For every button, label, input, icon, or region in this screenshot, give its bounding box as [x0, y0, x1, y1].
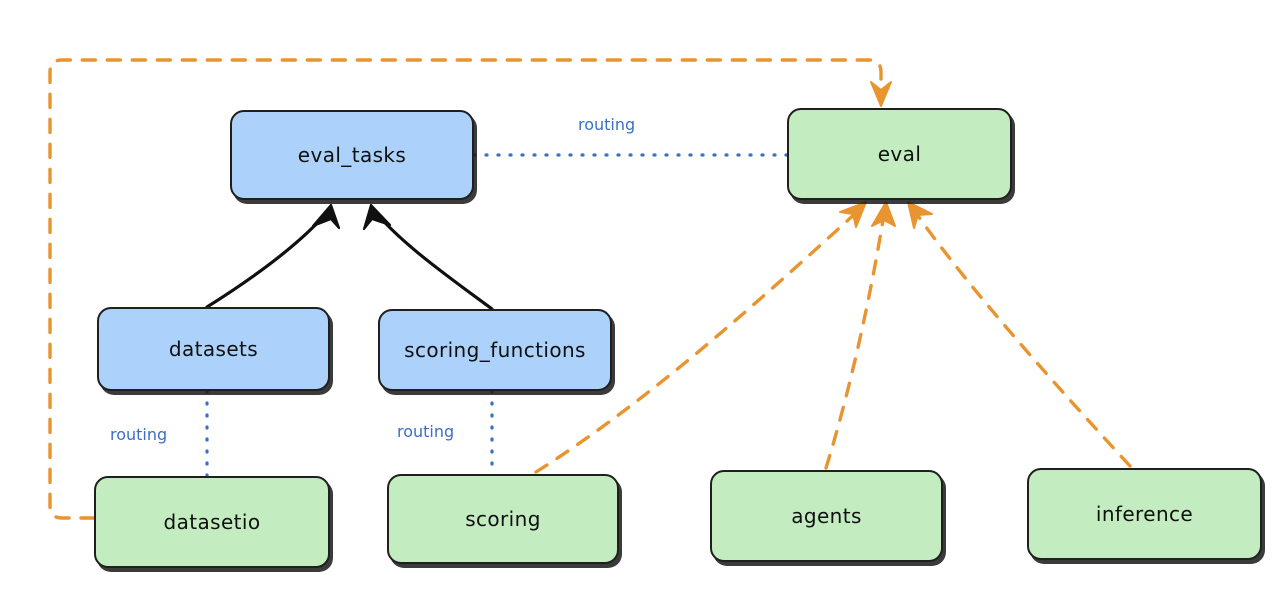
edge-scoring-to-eval [534, 201, 867, 474]
node-datasets[interactable]: datasets [97, 307, 330, 391]
node-label-datasets: datasets [168, 337, 259, 361]
node-inference[interactable]: inference [1027, 468, 1262, 560]
node-datasetio[interactable]: datasetio [94, 476, 330, 568]
node-label-eval: eval [877, 142, 922, 166]
node-label-eval_tasks: eval_tasks [297, 143, 407, 167]
edge-agents-to-eval [824, 201, 896, 470]
edge-label-routing-scoring: routing [397, 422, 455, 441]
node-scoring_functions[interactable]: scoring_functions [378, 309, 612, 391]
edge-label-routing-datasetio: routing [110, 425, 168, 444]
node-label-datasetio: datasetio [163, 510, 261, 534]
edge-datasets-to-eval_tasks [205, 203, 341, 309]
edge-scoring_functions-to-eval_tasks [362, 203, 494, 311]
node-label-scoring: scoring [465, 507, 541, 531]
node-eval_tasks[interactable]: eval_tasks [230, 110, 474, 200]
node-label-inference: inference [1095, 502, 1194, 526]
edge-inference-to-eval [907, 201, 1132, 468]
node-agents[interactable]: agents [710, 470, 943, 562]
node-eval[interactable]: eval [787, 108, 1012, 200]
edge-datasetio-to-eval [48, 58, 892, 520]
node-label-agents: agents [791, 504, 862, 528]
node-label-scoring_functions: scoring_functions [404, 338, 586, 362]
edge-label-routing-eval: routing [578, 115, 636, 134]
node-scoring[interactable]: scoring [387, 474, 619, 564]
